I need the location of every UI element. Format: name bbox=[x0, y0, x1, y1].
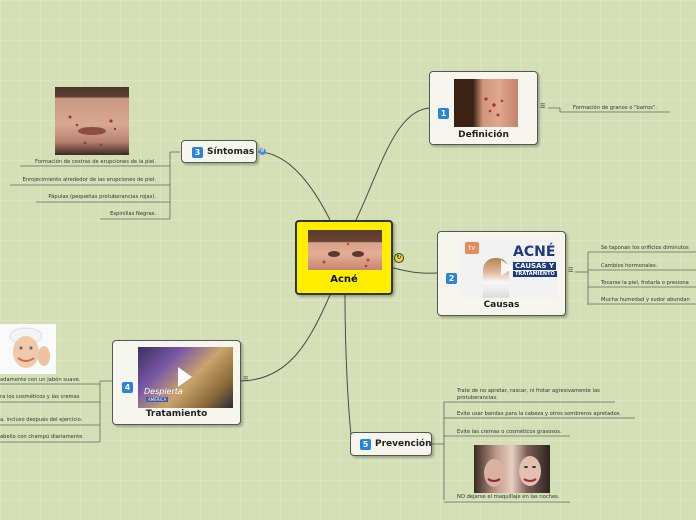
prevencion-leaf-4: NO dejarse el maquillaje en las noches. bbox=[457, 494, 560, 500]
definicion-leaf-1: Formación de granos o "barros". bbox=[573, 105, 657, 111]
sintomas-leaf-4: Espinillas Negras. bbox=[110, 211, 156, 217]
tratamiento-title: Tratamiento bbox=[145, 409, 208, 419]
number-badge-5: 5 bbox=[360, 439, 371, 450]
tratamiento-leaf-4: abello con champú diariamente. bbox=[0, 434, 85, 440]
video-brand-text: Despierta bbox=[144, 387, 183, 396]
video-brand-sub: AMÉRICA bbox=[146, 397, 169, 402]
prevencion-leaf-1b: protuberancias. bbox=[457, 395, 498, 401]
definicion-notes-icon[interactable]: ☰ bbox=[540, 103, 546, 110]
tratamiento-notes-icon[interactable]: ☰ bbox=[243, 376, 249, 383]
video-title-line1: ACNÉ bbox=[513, 244, 556, 260]
node-causas[interactable]: tv ACNÉ CAUSAS Y TRATAMIENTO 2 Causas bbox=[437, 231, 566, 316]
node-sintomas[interactable]: 3 Síntomas bbox=[181, 140, 257, 163]
tratamiento-leaf-3: a, incluso después del ejercicio. bbox=[0, 417, 83, 423]
prevencion-leaf-2: Evite usar bandas para la cabeza y otros… bbox=[457, 411, 622, 417]
number-badge-3: 3 bbox=[192, 147, 203, 158]
acne-cheek-image bbox=[454, 79, 518, 127]
tratamiento-video-thumbnail[interactable]: Despierta AMÉRICA bbox=[138, 347, 233, 408]
central-node[interactable]: Acné bbox=[295, 220, 393, 295]
number-badge-2: 2 bbox=[446, 273, 457, 284]
node-definicion[interactable]: 1 Definición bbox=[429, 71, 538, 145]
acne-face-image bbox=[308, 230, 382, 270]
prevencion-leaf-3: Evite las cremas o cosméticos grasosos. bbox=[457, 429, 562, 435]
definicion-title: Definición bbox=[458, 130, 509, 140]
sintomas-link-icon[interactable]: ↺ bbox=[259, 148, 266, 155]
causas-title: Causas bbox=[483, 300, 520, 310]
central-collapse-icon[interactable]: ↻ bbox=[394, 253, 404, 263]
video-title-line2: CAUSAS Y bbox=[513, 262, 557, 270]
prevencion-leaf-1: Trate de no apretar, rascar, ni frotar a… bbox=[457, 388, 600, 394]
central-title: Acné bbox=[330, 274, 358, 285]
causas-leaf-3: Tocarse la piel, frotarla o presiona bbox=[601, 280, 689, 286]
tv-logo: tv bbox=[465, 242, 479, 254]
causas-notes-icon[interactable]: ☰ bbox=[568, 267, 574, 274]
sintomas-leaf-3: Pápulas (pequeñas protuberancias rojas). bbox=[48, 194, 156, 200]
sintomas-title: Síntomas bbox=[207, 147, 255, 157]
sintomas-leaf-2: Enrojecimiento alrededor de las erupcion… bbox=[22, 177, 156, 183]
play-icon[interactable] bbox=[501, 260, 513, 276]
tratamiento-leaf-1: adamente con un jabón suave. bbox=[0, 377, 81, 383]
number-badge-1: 1 bbox=[438, 108, 449, 119]
tratamiento-leaf-2: ra los cosméticos y las cremas bbox=[0, 394, 80, 400]
node-tratamiento[interactable]: Despierta AMÉRICA 4 Tratamiento bbox=[112, 340, 241, 425]
sintomas-face-image bbox=[55, 87, 129, 155]
prevencion-makeup-image bbox=[474, 445, 550, 493]
causas-leaf-2: Cambios hormonales. bbox=[601, 263, 658, 269]
video-title-line3: TRATAMIENTO bbox=[513, 271, 557, 277]
causas-video-thumbnail[interactable]: tv ACNÉ CAUSAS Y TRATAMIENTO bbox=[461, 238, 558, 298]
causas-leaf-4: Mucha humedad y sudor abundan bbox=[601, 297, 690, 303]
sintomas-leaf-1: Formación de costras de erupciones de la… bbox=[35, 159, 156, 165]
causas-leaf-1: Se taponan los orificios diminutos bbox=[601, 245, 689, 251]
prevencion-title: Prevención bbox=[375, 439, 432, 449]
node-prevencion[interactable]: 5 Prevención bbox=[350, 432, 432, 456]
number-badge-4: 4 bbox=[122, 382, 133, 393]
tratamiento-woman-image bbox=[0, 324, 56, 374]
play-icon[interactable] bbox=[178, 367, 192, 387]
